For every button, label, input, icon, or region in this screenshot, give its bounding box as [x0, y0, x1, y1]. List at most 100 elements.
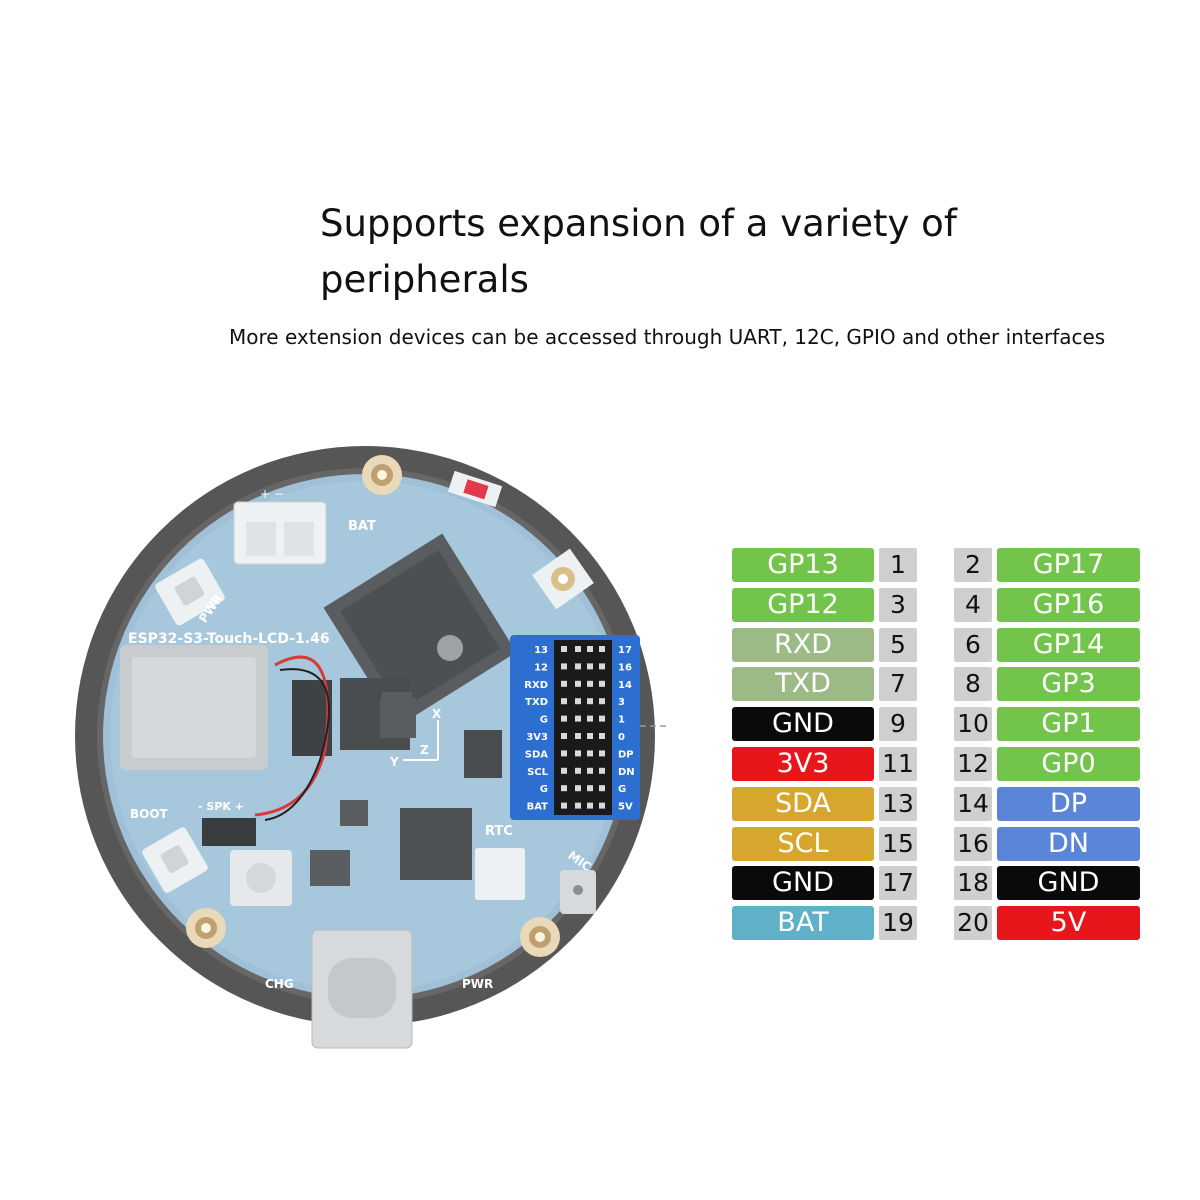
header-pin [599, 733, 605, 739]
header-pins [561, 646, 605, 809]
axis-y-label: Y [389, 755, 399, 769]
pin-number-left: 7 [879, 667, 917, 702]
pin-name-right: GP1 [997, 707, 1140, 742]
bat-label: BAT [348, 519, 376, 534]
header-pin [561, 802, 567, 809]
header-right-label: 5V [618, 802, 633, 813]
rtc-label: RTC [485, 824, 513, 839]
pin-number-left: 3 [879, 587, 917, 622]
header-pin [561, 750, 567, 757]
header-pin [599, 698, 605, 705]
header-pin [599, 785, 605, 792]
pin-number-right: 10 [954, 707, 992, 742]
pin-number-left: 5 [879, 627, 917, 662]
pin-number-right: 20 [954, 906, 992, 941]
pin-number-right: 8 [954, 667, 992, 702]
boot-label: BOOT [130, 807, 169, 821]
header-pin [587, 785, 593, 792]
pin-number-right: 4 [954, 587, 992, 622]
header-pin [575, 646, 581, 652]
pin-number-right: 14 [954, 786, 992, 821]
pin-name-left: GP13 [732, 548, 874, 582]
pin-name-left: RXD [732, 627, 874, 662]
header-right-label: 14 [618, 680, 632, 691]
header-right-label: DN [618, 767, 635, 778]
header-pin [599, 680, 605, 687]
axis-indicator [403, 720, 439, 761]
svg-text:+ −: + − [260, 487, 284, 501]
header-left-label: G [540, 784, 548, 795]
pin-name-right: GND [997, 866, 1140, 901]
pwr-bottom-label: PWR [462, 977, 493, 991]
axis-z-label: Z [420, 743, 429, 757]
status-led [447, 470, 503, 508]
pin-number-left: 15 [879, 826, 917, 861]
pin-name-left: 3V3 [732, 747, 874, 781]
header-pin [575, 802, 581, 809]
axis-x-label: X [432, 707, 442, 721]
rtc-connector [475, 848, 525, 900]
pin-name-right: DN [997, 826, 1140, 861]
header-pin [599, 767, 605, 774]
page-title: Supports expansion of a variety of perip… [320, 196, 1020, 308]
header-pin [561, 767, 567, 774]
pin-name-left: SCL [732, 826, 874, 861]
spk-label: - SPK + [198, 800, 244, 813]
header-right-label: 16 [618, 662, 632, 673]
header-pin [561, 698, 567, 705]
header-right-label: 1 [618, 715, 625, 726]
board-name: ESP32-S3-Touch-LCD-1.46 [128, 631, 330, 647]
pin-name-right: GP3 [997, 667, 1140, 702]
page-title-line-2: peripherals [320, 258, 529, 301]
header-left-label: BAT [527, 802, 549, 813]
pin-name-right: GP0 [997, 747, 1140, 781]
header-pin [575, 750, 581, 757]
mounting-hole [362, 455, 402, 495]
pin-number-right: 16 [954, 826, 992, 861]
header-pin [599, 646, 605, 652]
header-pin [587, 698, 593, 705]
header-pin [575, 698, 581, 705]
header-pin [587, 750, 593, 757]
header-pin [561, 680, 567, 687]
header-pin [561, 663, 567, 670]
sd-card-slot [120, 645, 268, 770]
pin-number-left: 13 [879, 786, 917, 821]
pin-name-right: GP17 [997, 548, 1140, 582]
header-pin [587, 767, 593, 774]
pin-number-right: 18 [954, 866, 992, 901]
ic-chip [464, 730, 502, 778]
header-pin [575, 733, 581, 739]
header-pin [587, 715, 593, 722]
pin-name-right: DP [997, 786, 1140, 821]
board-illustration: + − BAT PWR ESP32-S3-Touch-LCD-1.46 X [75, 446, 670, 1049]
ic-chip [310, 850, 350, 886]
reset-button [230, 850, 292, 906]
header-pin [561, 715, 567, 722]
pin-name-left: SDA [732, 786, 874, 821]
pin-name-left: GND [732, 866, 874, 901]
header-pin [575, 785, 581, 792]
header-pin [587, 733, 593, 739]
pin-name-right: GP14 [997, 627, 1140, 662]
speaker-wire [264, 668, 330, 821]
power-button [155, 558, 225, 626]
page-title-line-1: Supports expansion of a variety of [320, 202, 957, 245]
header-pin [599, 663, 605, 670]
header-pin [575, 715, 581, 722]
imu-chip [380, 698, 416, 738]
audio-codec-chip [400, 808, 472, 880]
battery-connector: + − [233, 487, 327, 565]
header-right-label: DP [618, 749, 634, 760]
header-pin [587, 680, 593, 687]
